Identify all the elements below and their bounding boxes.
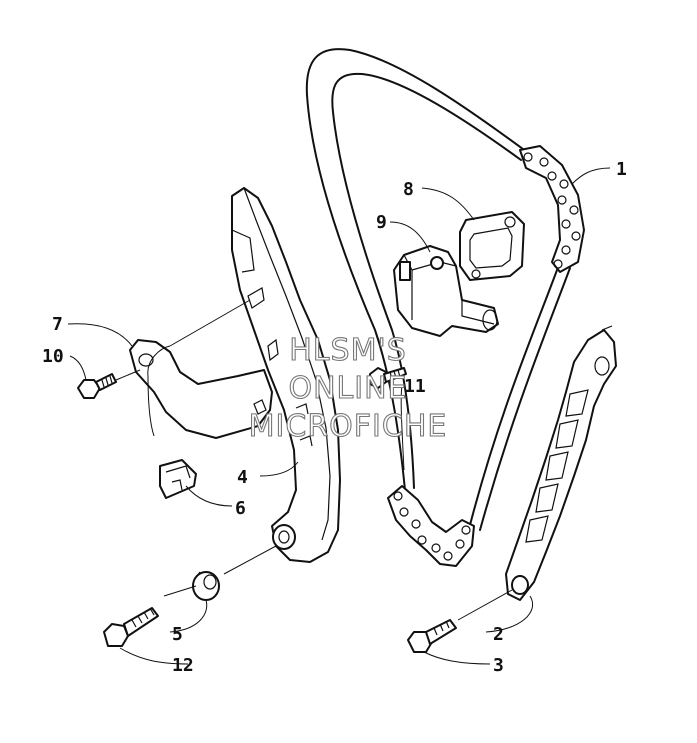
chain-guide-tensioner-side [231,187,341,563]
chain-tensioner [393,245,499,337]
callout-1: 1 [616,159,627,180]
fixed-guide-bolt [407,619,457,653]
callout-2: 2 [493,624,504,645]
guide-bolt [103,607,159,647]
watermark-line-3: MICROFICHE [249,409,448,444]
bracket-bolt [77,373,117,399]
tensioner-bolt [369,367,407,389]
callout-6: 6 [235,498,246,519]
callout-10: 10 [42,346,64,367]
watermark-line-2: ONLINE [288,371,407,406]
watermark-line-1: HLSM'S [289,333,407,368]
callout-3: 3 [493,655,504,676]
callout-9: 9 [376,212,387,233]
tensioner-gasket [459,211,525,281]
callout-11: 11 [404,376,426,397]
guide-clip [159,459,197,499]
chain-links-lower [387,485,475,567]
chain-guide-fixed-side [505,325,617,601]
guide-collar [192,571,220,601]
guide-bracket [129,339,273,439]
callout-12: 12 [172,655,194,676]
timing-chain [305,48,585,567]
callout-4: 4 [237,467,248,488]
callout-7: 7 [52,314,63,335]
callout-numbers: 1 2 3 4 5 6 7 8 9 10 11 12 [42,159,627,676]
callout-8: 8 [403,179,414,200]
leader-lines [67,167,611,665]
callout-5: 5 [172,624,183,645]
watermark: HLSM'S ONLINE MICROFICHE [248,332,448,444]
chain-links-upper [519,145,585,273]
